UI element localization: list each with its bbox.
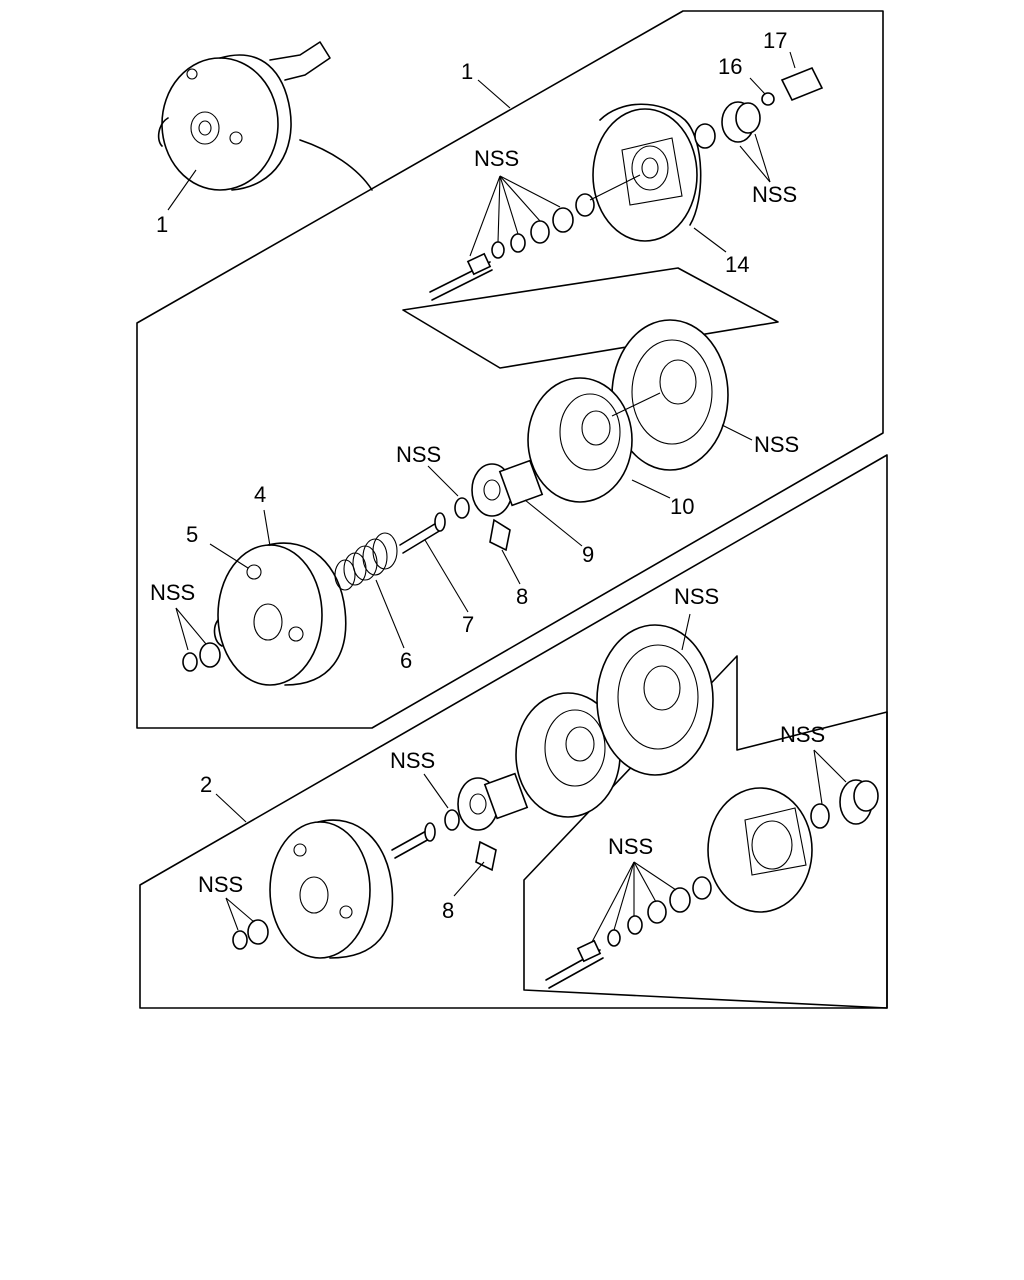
reference-booster-assembly [157,41,373,191]
label-nss-ring-lower: NSS [390,748,435,773]
label-part-14: 14 [725,252,749,277]
label-part-7: 7 [462,612,474,637]
leaders-nss-boot [739,133,771,183]
leader-nss-ring-lower [423,773,449,809]
diaphragm-plate-10 [527,377,661,503]
boot-and-clevis [694,66,824,149]
rear-seal-washers-upper [182,642,221,672]
label-part-8-upper: 8 [516,584,528,609]
label-nss-lower-boot: NSS [780,722,825,747]
label-nss-lower-diaphragm: NSS [674,584,719,609]
label-nss-lower-front-stud: NSS [608,834,653,859]
ring-nss-upper [454,497,470,519]
label-nss-front-stud: NSS [474,146,519,171]
label-part-1-assembly: 1 [461,59,473,84]
label-nss-diaphragm: NSS [754,432,799,457]
lower-key [475,840,497,872]
label-part-17: 17 [763,28,787,53]
label-part-9: 9 [582,542,594,567]
valve-body-9 [471,459,544,517]
lower-front-stud-and-washers [545,876,712,989]
lower-diaphragm-plate [515,692,621,818]
lower-front-shell [707,787,813,913]
leader-nss-ring-upper [427,465,459,497]
leader-p7 [424,539,469,613]
leader-nss-diaphragm [721,424,753,441]
leader-p5 [209,543,249,569]
lower-valve-body [457,772,529,831]
label-part-6: 6 [400,648,412,673]
label-nss-rear-upper: NSS [150,580,195,605]
front-shell-inset-frame [402,267,779,369]
label-part-1-reference: 1 [156,212,168,237]
label-nss-boot: NSS [752,182,797,207]
leader-p9 [524,499,583,547]
label-part-16: 16 [718,54,742,79]
leader-p10 [631,479,671,499]
label-part-5: 5 [186,522,198,547]
leader-p2-assy [215,793,247,823]
label-part-8-lower: 8 [442,898,454,923]
front-stud-and-washers [429,174,641,301]
label-nss-ring-upper: NSS [396,442,441,467]
lower-rear-shell [269,819,394,959]
ring-nss-lower [444,809,460,831]
front-shell-14 [592,103,702,242]
leader-p1-assy [477,79,511,109]
leaders-nss-rear-lower [225,897,255,931]
label-part-10: 10 [670,494,694,519]
lower-seal-washers [232,919,269,950]
leaders-nss-front-stud [469,175,561,257]
lower-front-shell-inset-frame [523,655,888,1009]
leader-p1-main [167,169,197,211]
leader-p8-upper [501,549,521,585]
upper-assembly-frame [136,10,884,729]
leader-nss-lower-diaphragm [681,613,691,651]
leaders-nss-lower-front-stud [591,861,677,943]
label-part-4: 4 [254,482,266,507]
leader-p6 [375,579,405,649]
rear-shell-4 [213,542,347,686]
leader-p4 [263,509,271,547]
push-rod-7 [399,512,446,554]
lower-push-rod [391,822,436,859]
label-nss-rear-lower: NSS [198,872,243,897]
leader-p17 [789,51,796,69]
lower-diaphragm [596,624,714,776]
leaders-nss-rear-upper [175,607,207,651]
leader-p16 [749,77,766,95]
label-part-2-assembly: 2 [200,772,212,797]
lower-boot [810,779,879,829]
leaders-nss-lower-boot [813,749,847,805]
leader-p8-lower [453,861,485,897]
key-8 [489,518,511,552]
leader-p14 [693,227,727,253]
return-spring-6 [334,532,398,591]
